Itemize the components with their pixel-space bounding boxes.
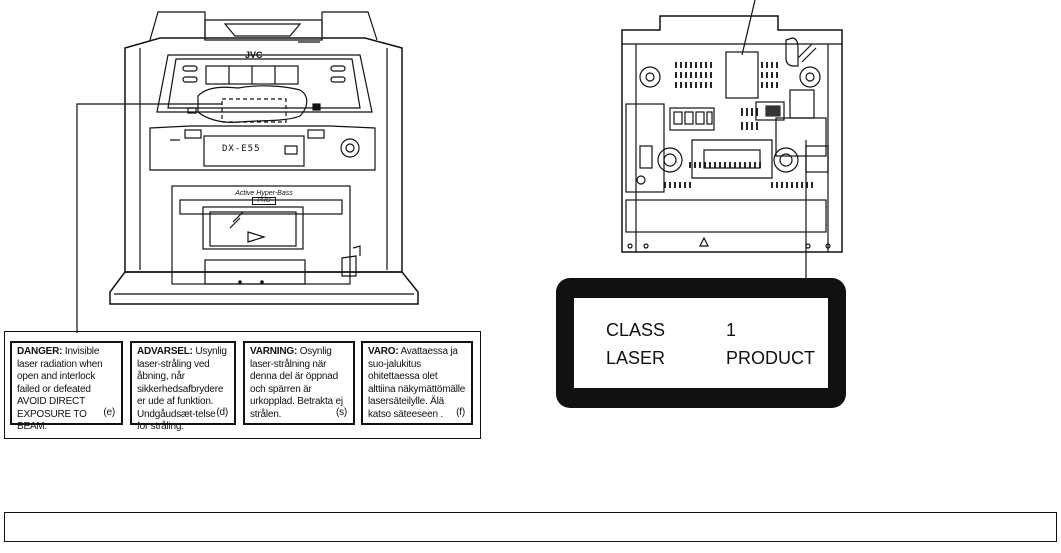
model-name: DX-E55 xyxy=(222,144,261,154)
warning-body: Avattaessa ja suo-jalukitus ohitettaessa… xyxy=(368,346,466,420)
warning-body: Invisible laser radiation when open and … xyxy=(17,346,103,432)
warning-head: ADVARSEL: xyxy=(137,346,193,357)
warning-head: VARNING: xyxy=(250,346,298,357)
warning-code: (e) xyxy=(103,406,115,418)
bottom-bar xyxy=(4,512,1057,542)
laser-class-label: CLASS 1 LASER PRODUCT xyxy=(556,278,846,408)
warning-head: DANGER: xyxy=(17,346,63,357)
warning-box-varo: VARO: Avattaessa ja suo-jalukitus ohitet… xyxy=(361,341,473,425)
bass-badge: Active Hyper-Bass PRO xyxy=(214,190,314,205)
warning-box-danger: DANGER: Invisible laser radiation when o… xyxy=(10,341,123,432)
warning-code: (s) xyxy=(335,406,347,418)
warning-label-frame xyxy=(4,331,481,439)
leader-front xyxy=(76,103,222,333)
laser-label-product: PRODUCT xyxy=(726,348,815,368)
laser-label-laser: LASER xyxy=(606,348,666,368)
leader-rear-top xyxy=(741,0,756,56)
laser-label-class-number: 1 xyxy=(726,320,737,340)
laser-label-class: CLASS xyxy=(606,320,666,340)
warning-code: (f) xyxy=(456,406,465,418)
warning-box-advarsel: ADVARSEL: Usynlig laser-stråling ved åbn… xyxy=(130,341,236,432)
bass-badge-sub: PRO xyxy=(252,197,276,205)
warning-head: VARO: xyxy=(368,346,399,357)
front-view-unit xyxy=(109,11,419,305)
warning-box-varning: VARNING: Osynlig laser-strålning när den… xyxy=(243,341,355,425)
warning-body: Osynlig laser-strålning när denna del är… xyxy=(250,346,343,420)
brand-logo: JVC xyxy=(245,50,263,60)
rear-view-unit xyxy=(621,15,843,253)
bass-badge-text: Active Hyper-Bass xyxy=(235,190,293,197)
laser-label-inner: CLASS 1 LASER PRODUCT xyxy=(574,298,828,388)
warning-body: Usynlig laser-stråling ved åbning, når s… xyxy=(137,346,227,432)
warning-code: (d) xyxy=(216,406,228,418)
